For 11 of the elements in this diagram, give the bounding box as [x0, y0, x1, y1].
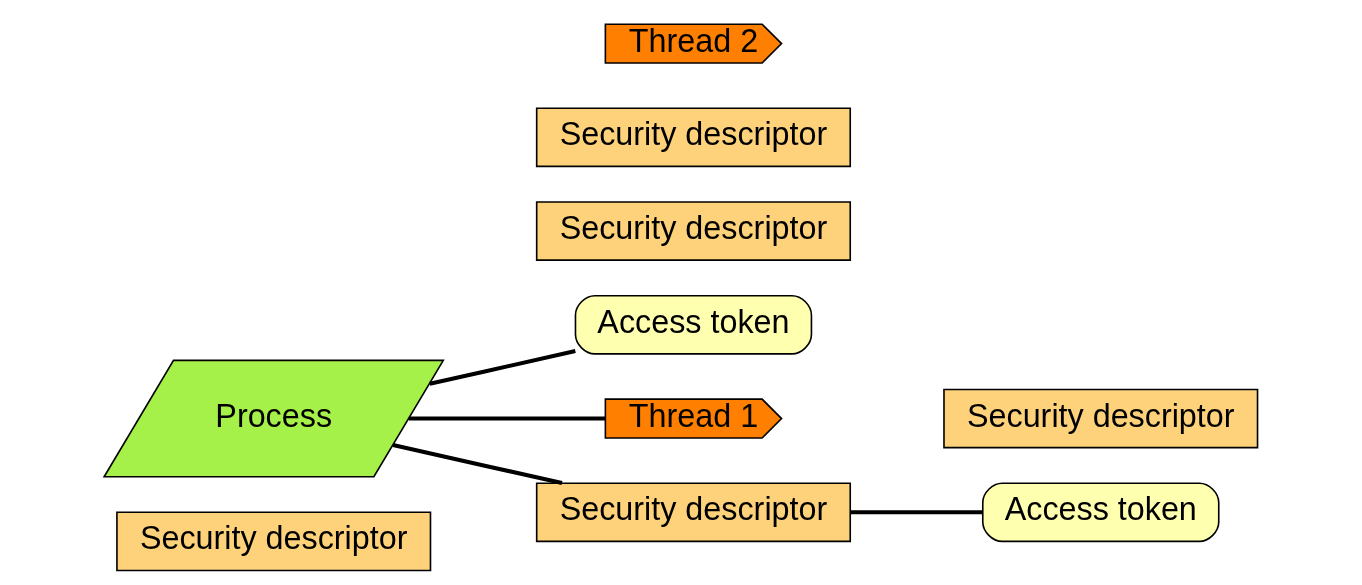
node-box: Access token	[981, 482, 1220, 543]
connector	[429, 349, 576, 386]
connector	[408, 416, 605, 421]
connector	[850, 510, 983, 515]
connector	[392, 443, 563, 486]
node-box: Security descriptor	[535, 201, 852, 261]
node-box: Access token	[574, 294, 813, 355]
node-box: Security descriptor	[116, 511, 432, 572]
node-box: Security descriptor	[943, 388, 1259, 449]
node-box: Security descriptor	[535, 482, 852, 543]
node-box: Security descriptor	[535, 107, 852, 168]
